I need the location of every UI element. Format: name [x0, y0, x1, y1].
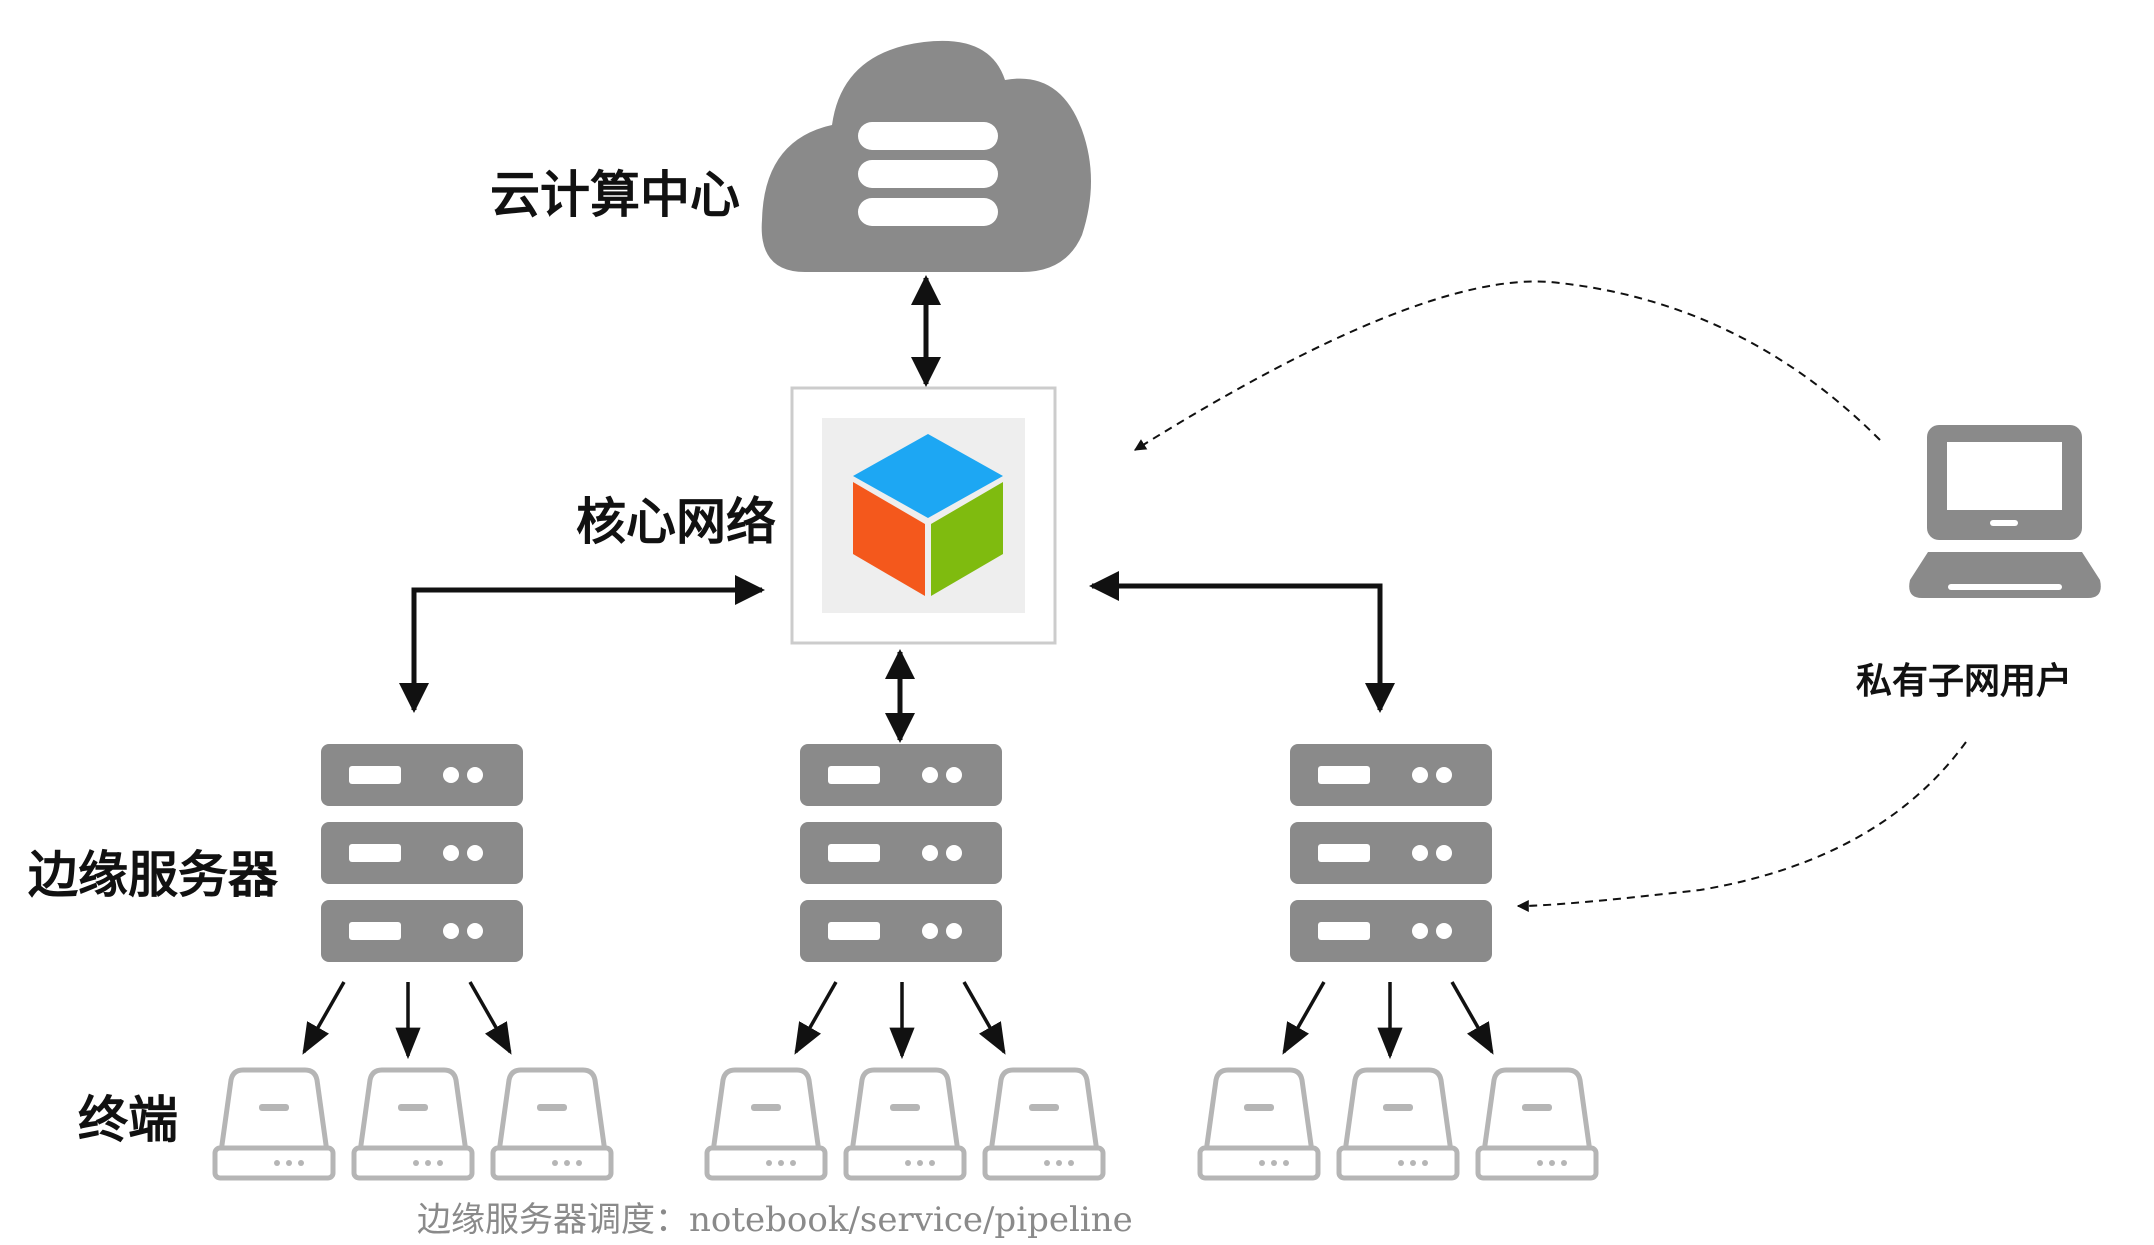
laptop-icon	[1909, 425, 2101, 598]
hard-drive-icon	[215, 1070, 333, 1178]
terminal-group-middle	[707, 1070, 1103, 1178]
user-core-dashed-arrow	[1133, 280, 1881, 451]
hard-drive-icon	[707, 1070, 825, 1178]
hard-drive-icon	[493, 1070, 611, 1178]
terminal-arrows	[302, 981, 1494, 1060]
hard-drive-icon	[354, 1070, 472, 1178]
edge-label: 边缘服务器	[28, 846, 278, 904]
connection-arrows	[399, 275, 1395, 743]
caption: 边缘服务器调度：notebook/service/pipeline	[417, 1200, 1133, 1240]
cloud-label: 云计算中心	[490, 166, 740, 224]
hard-drive-icon	[1339, 1070, 1457, 1178]
user-edge-dashed-arrow	[1516, 741, 1967, 912]
terminal-group-left	[215, 1070, 611, 1178]
server-rack-icon	[800, 744, 1002, 962]
core-edge-left-arrow	[399, 575, 765, 713]
private-user-label: 私有子网用户	[1856, 661, 2073, 702]
dashed-arrows	[1133, 280, 1967, 912]
hard-drive-icon	[846, 1070, 964, 1178]
core-label: 核心网络	[576, 493, 776, 551]
terminal-group-right	[1200, 1070, 1596, 1178]
cube-icon	[790, 386, 1057, 645]
hard-drive-icon	[1478, 1070, 1596, 1178]
core-edge-right-arrow	[1089, 571, 1395, 713]
terminal-label: 终端	[78, 1091, 178, 1149]
hard-drive-icon	[1200, 1070, 1318, 1178]
hard-drive-icon	[985, 1070, 1103, 1178]
cloud-database-icon	[761, 40, 1091, 272]
server-rack-icon	[321, 744, 523, 962]
server-rack-icon	[1290, 744, 1492, 962]
